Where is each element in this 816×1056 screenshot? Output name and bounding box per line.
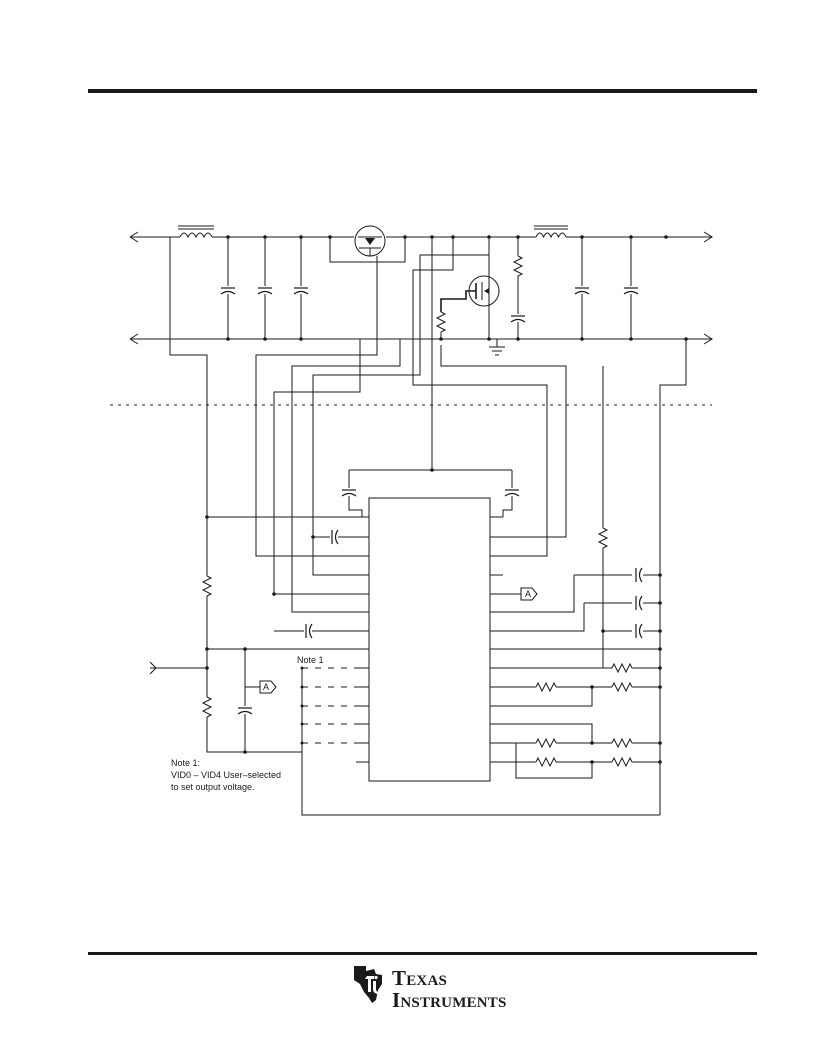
output-inductor [534,225,568,239]
interconnect-wiring [149,237,687,816]
connector-a-left: A [245,680,277,694]
input-arrow-bottom [129,333,139,345]
ti-logo-icon [354,966,382,1003]
input-capacitor-2 [257,237,273,339]
note-label: Note 1 [297,655,324,665]
controller-ic [368,497,491,782]
output-capacitor-2 [623,237,639,339]
sense-resistor [435,311,447,339]
ti-logo: Texas Instruments [352,962,506,1014]
note-line-1: VID0 – VID4 User–selected [171,770,281,780]
footer-rule [88,952,757,955]
svg-text:A: A [525,589,531,599]
connector-a-right: A [503,587,538,601]
output-arrow-bottom [703,333,713,345]
brand-word-2: Instruments [392,988,507,1012]
output-arrow-top [703,231,713,243]
high-side-mosfet [354,225,386,257]
snubber-rc [510,237,526,339]
input-capacitor-1 [220,237,236,339]
ic-left-pins [356,516,369,763]
low-side-mosfet [468,237,500,339]
brand-word-1: Texas [392,966,448,990]
header-rule [88,89,757,93]
output-capacitor-1 [574,237,590,339]
ic-right-pins [490,516,503,763]
note-title: Note 1: [171,758,200,768]
ground-symbol [489,339,505,356]
power-stage [129,225,713,356]
input-inductor [178,225,214,239]
input-capacitor-3 [293,237,309,339]
note-line-2: to set output voltage. [171,782,255,792]
input-arrow-top [129,231,139,243]
svg-text:A: A [263,682,269,692]
